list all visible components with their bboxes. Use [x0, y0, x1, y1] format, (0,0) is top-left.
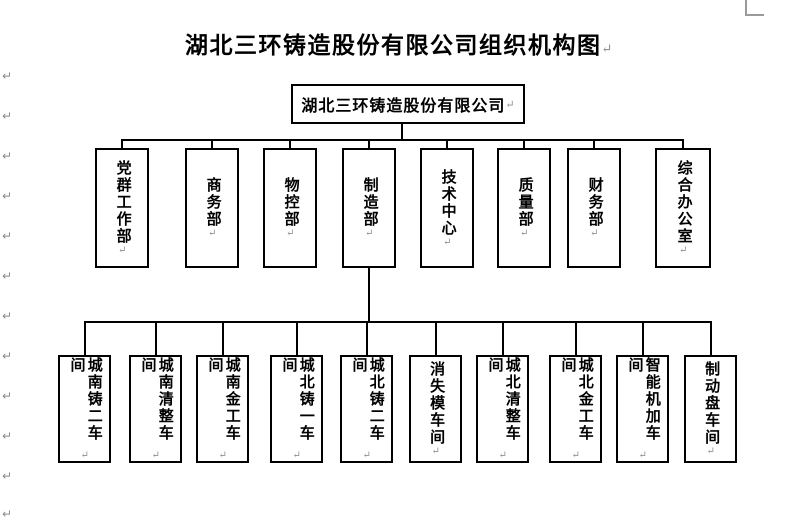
paragraph-mark: ↵ [363, 228, 375, 239]
paragraph-mark: ↵ [206, 228, 218, 239]
department-label: 商务部 [204, 177, 221, 228]
workshop-box-chengbei-jingong: 城北金工车间 ↵ [549, 355, 602, 463]
department-box-shangwu: 商务部↵ [185, 148, 239, 268]
workshop-label: 制动盘车间 [703, 361, 720, 446]
connector-shop-stub [502, 321, 504, 356]
connector-dept-stub [368, 139, 370, 149]
paragraph-mark: ↵ [2, 507, 13, 520]
workshop-box-chengbei-zhu1: 城北铸一车间 ↵ [270, 355, 323, 463]
department-label: 财务部 [586, 177, 603, 228]
paragraph-mark: ↵ [441, 236, 453, 248]
connector-dept-stub [593, 139, 595, 149]
connector-shop-stub [435, 321, 437, 356]
paragraph-mark: ↵ [497, 450, 509, 461]
paragraph-mark: ↵ [677, 245, 689, 256]
paragraph-mark: ↵ [2, 309, 13, 323]
workshop-box-xiaoshimo: 消失模车间↵ [409, 355, 462, 463]
paragraph-mark: ↵ [2, 69, 13, 83]
department-label: 党群工作部 [114, 160, 131, 245]
department-label: 制造部 [361, 177, 378, 228]
department-box-zhiliang: 质量部↵ [497, 148, 551, 268]
connector-shop-stub [575, 321, 577, 356]
paragraph-mark: ↵ [2, 269, 13, 283]
workshop-box-chengnan-zhu2: 城南铸二车间 ↵ [58, 355, 111, 463]
connector-dept-stub [211, 139, 213, 149]
workshop-label: 城北金工车间 [559, 357, 593, 442]
workshop-label: 城南金工车间 [206, 357, 240, 442]
page-margin-corner-mark [745, 14, 764, 16]
connector-shop-stub [84, 321, 86, 356]
connector-dept-stub [289, 139, 291, 149]
org-root-box: 湖北三环铸造股份有限公司↵ [291, 84, 525, 124]
paragraph-mark: ↵ [2, 469, 13, 483]
department-box-caiwu: 财务部↵ [567, 148, 621, 268]
paragraph-mark: ↵ [2, 189, 13, 203]
paragraph-mark: ↵ [637, 450, 649, 461]
paragraph-mark: ↵ [150, 450, 162, 461]
org-root-label: 湖北三环铸造股份有限公司 [301, 98, 506, 115]
paragraph-mark: ↵ [570, 450, 582, 461]
department-box-zhizao: 制造部↵ [342, 148, 396, 268]
connector-dept-stub [523, 139, 525, 149]
paragraph-mark: ↵ [588, 228, 600, 239]
workshop-box-zhineng-jijia: 智能机加车间 ↵ [616, 355, 669, 463]
paragraph-mark: ↵ [361, 450, 373, 461]
connector-shop-stub [296, 321, 298, 356]
paragraph-mark: ↵ [217, 450, 229, 461]
department-box-dangqun: 党群工作部↵ [95, 148, 149, 268]
paragraph-mark: ↵ [2, 349, 13, 363]
connector-shop-stub [155, 321, 157, 356]
connector-shop-stub [222, 321, 224, 356]
department-label: 综合办公室 [675, 160, 692, 245]
connector-root-stub [401, 123, 403, 140]
paragraph-mark: ↵ [2, 389, 13, 403]
connector-shop-stub [642, 321, 644, 356]
paragraph-mark: ↵ [601, 41, 613, 56]
paragraph-mark: ↵ [430, 446, 442, 457]
connector-dept-stub [446, 139, 448, 149]
workshop-label: 城北铸二车间 [350, 357, 384, 442]
connector-level3-rail [84, 321, 712, 323]
paragraph-mark: ↵ [705, 446, 717, 457]
department-box-jishu: 技术中心↵ [420, 148, 474, 268]
workshop-label: 消失模车间 [428, 361, 445, 446]
workshop-box-zhidongpan: 制动盘车间↵ [684, 355, 737, 463]
department-label: 质量部 [516, 177, 533, 228]
paragraph-mark: ↵ [116, 245, 128, 256]
department-label: 物控部 [282, 177, 299, 228]
paragraph-mark: ↵ [2, 149, 13, 163]
paragraph-mark: ↵ [79, 450, 91, 461]
paragraph-mark: ↵ [518, 228, 530, 239]
paragraph-mark: ↵ [505, 98, 515, 111]
paragraph-mark: ↵ [291, 450, 303, 461]
page-title-text: 湖北三环铸造股份有限公司组织机构图 [185, 33, 602, 58]
workshop-label: 城北铸一车间 [280, 357, 314, 442]
paragraph-mark: ↵ [284, 228, 296, 239]
workshop-box-chengbei-zhu2: 城北铸二车间 ↵ [340, 355, 393, 463]
workshop-label: 智能机加车间 [626, 357, 660, 442]
connector-dept-stub [682, 139, 684, 149]
paragraph-mark: ↵ [2, 429, 13, 443]
paragraph-mark: ↵ [2, 229, 13, 243]
workshop-label: 城北清整车间 [486, 357, 520, 442]
connector-shop-stub [366, 321, 368, 356]
workshop-box-chengbei-qingzheng: 城北清整车间 ↵ [476, 355, 529, 463]
workshop-label: 城南铸二车间 [68, 357, 102, 442]
connector-zhizao-drop [368, 266, 370, 323]
workshop-box-chengnan-qingzheng: 城南清整车间 ↵ [129, 355, 182, 463]
page-margin-corner-mark [745, 0, 747, 15]
connector-dept-stub [121, 139, 123, 149]
page-title: 湖北三环铸造股份有限公司组织机构图↵ [185, 26, 612, 60]
department-box-wukong: 物控部↵ [263, 148, 317, 268]
paragraph-mark: ↵ [2, 109, 13, 123]
connector-level2-rail [121, 139, 683, 141]
workshop-box-chengnan-jingong: 城南金工车间 ↵ [196, 355, 249, 463]
connector-shop-stub [710, 321, 712, 356]
department-label: 技术中心 [439, 168, 456, 237]
workshop-label: 城南清整车间 [139, 357, 173, 442]
department-box-zonghe: 综合办公室↵ [655, 148, 711, 268]
